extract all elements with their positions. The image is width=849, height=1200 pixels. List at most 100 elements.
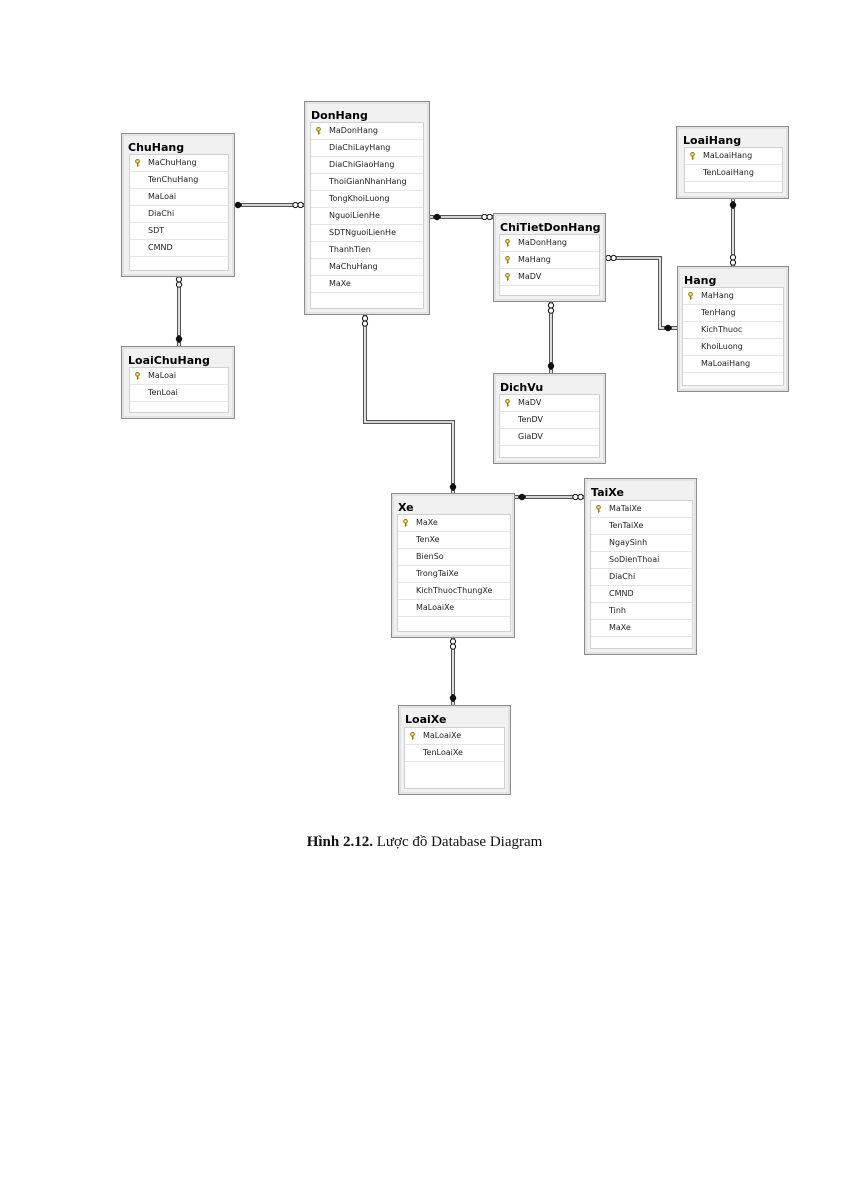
primary-key-icon [403, 519, 408, 527]
column-row[interactable]: MaLoai [130, 189, 228, 206]
column-row[interactable]: Tinh [591, 603, 692, 620]
column-name: MaChuHang [329, 262, 378, 271]
table-title: DonHang [311, 109, 368, 122]
primary-key-column-row[interactable]: MaDonHang [500, 235, 599, 252]
column-row[interactable]: SDTNguoiLienHe [311, 225, 423, 242]
figure-caption: Hình 2.12. Lược đồ Database Diagram [0, 834, 849, 851]
caption-label: Hình 2.12. [306, 834, 373, 850]
column-row[interactable]: DiaChiGiaoHang [311, 157, 423, 174]
many-end-infinity-icon [572, 493, 584, 501]
primary-key-column-row[interactable]: MaDonHang [311, 123, 423, 140]
table-title: LoaiXe [405, 713, 447, 726]
column-name: MaTaiXe [609, 504, 642, 513]
column-row[interactable]: CMND [591, 586, 692, 603]
primary-key-column-row[interactable]: MaLoai [130, 368, 228, 385]
column-row[interactable]: DiaChi [130, 206, 228, 223]
caption-text: Lược đồ Database Diagram [376, 834, 543, 850]
column-row[interactable]: KhoiLuong [683, 339, 783, 356]
column-row[interactable]: MaChuHang [311, 259, 423, 276]
column-row[interactable]: NguoiLienHe [311, 208, 423, 225]
primary-key-column-row[interactable]: MaChuHang [130, 155, 228, 172]
table-title: TaiXe [591, 486, 624, 499]
many-end-infinity-icon [481, 213, 493, 221]
column-row[interactable]: TrongTaiXe [398, 566, 510, 583]
primary-key-icon [135, 159, 140, 167]
one-end-key-icon [664, 324, 672, 332]
column-row[interactable]: KichThuoc [683, 322, 783, 339]
column-row[interactable]: KichThuocThungXe [398, 583, 510, 600]
column-row[interactable]: TenLoaiXe [405, 745, 504, 762]
column-row[interactable]: TenXe [398, 532, 510, 549]
primary-key-column-row[interactable]: MaDV [500, 395, 599, 412]
primary-key-column-row[interactable]: MaTaiXe [591, 501, 692, 518]
primary-key-column-row[interactable]: MaXe [398, 515, 510, 532]
primary-key-icon [505, 256, 510, 264]
relationship-xe-donhang[interactable] [361, 315, 457, 493]
primary-key-column-row[interactable]: MaHang [500, 252, 599, 269]
column-row[interactable]: SDT [130, 223, 228, 240]
column-row[interactable]: BienSo [398, 549, 510, 566]
many-end-infinity-icon [547, 302, 555, 314]
table-title: ChuHang [128, 141, 185, 154]
column-row[interactable]: TenLoai [130, 385, 228, 402]
relationship-donhang-chitietdonhang[interactable] [430, 213, 493, 221]
column-name: TenDV [518, 415, 544, 424]
many-end-infinity-icon [361, 315, 369, 327]
relationship-loaihang-hang[interactable] [729, 199, 737, 266]
primary-key-icon [690, 152, 695, 160]
one-end-key-icon [175, 335, 183, 343]
column-row[interactable]: ThanhTien [311, 242, 423, 259]
column-row[interactable]: TenHang [683, 305, 783, 322]
column-row[interactable]: TenChuHang [130, 172, 228, 189]
primary-key-icon [135, 372, 140, 380]
column-row[interactable]: MaLoaiXe [398, 600, 510, 617]
column-row[interactable]: TenLoaiHang [685, 165, 782, 182]
relationship-line-inner [606, 257, 677, 329]
relationship-chuhang-donhang[interactable] [234, 201, 304, 209]
relationship-dichvu-chitietdonhang[interactable] [547, 302, 555, 373]
table-title: LoaiChuHang [128, 354, 210, 367]
column-row[interactable]: NgaySinh [591, 535, 692, 552]
column-row[interactable]: MaXe [311, 276, 423, 293]
primary-key-icon [505, 273, 510, 281]
column-name: MaXe [416, 518, 438, 527]
column-name: MaHang [518, 255, 551, 264]
column-row[interactable]: CMND [130, 240, 228, 257]
relationship-loaichuhang-chuhang[interactable] [175, 276, 183, 346]
column-row[interactable]: MaLoaiHang [683, 356, 783, 373]
primary-key-column-row[interactable]: MaDV [500, 269, 599, 286]
column-row[interactable]: DiaChi [591, 569, 692, 586]
relationship-loaixe-xe[interactable] [449, 638, 457, 705]
column-row[interactable]: TongKhoiLuong [311, 191, 423, 208]
relationship-xe-taixe[interactable] [515, 493, 584, 501]
primary-key-column-row[interactable]: MaHang [683, 288, 783, 305]
table-title: ChiTietDonHang [500, 221, 601, 234]
primary-key-column-row[interactable]: MaLoaiHang [685, 148, 782, 165]
column-row[interactable]: DiaChiLayHang [311, 140, 423, 157]
column-row[interactable]: TenDV [500, 412, 599, 429]
column-row[interactable]: TenTaiXe [591, 518, 692, 535]
column-name: TrongTaiXe [416, 569, 459, 578]
column-row[interactable]: ThoiGianNhanHang [311, 174, 423, 191]
column-name: TenXe [416, 535, 440, 544]
relationship-hang-chitietdonhang[interactable] [605, 254, 677, 332]
primary-key-column-row[interactable]: MaLoaiXe [405, 728, 504, 745]
column-row[interactable]: GiaDV [500, 429, 599, 446]
column-row[interactable]: SoDienThoai [591, 552, 692, 569]
column-name: BienSo [416, 552, 444, 561]
column-row[interactable]: MaXe [591, 620, 692, 637]
